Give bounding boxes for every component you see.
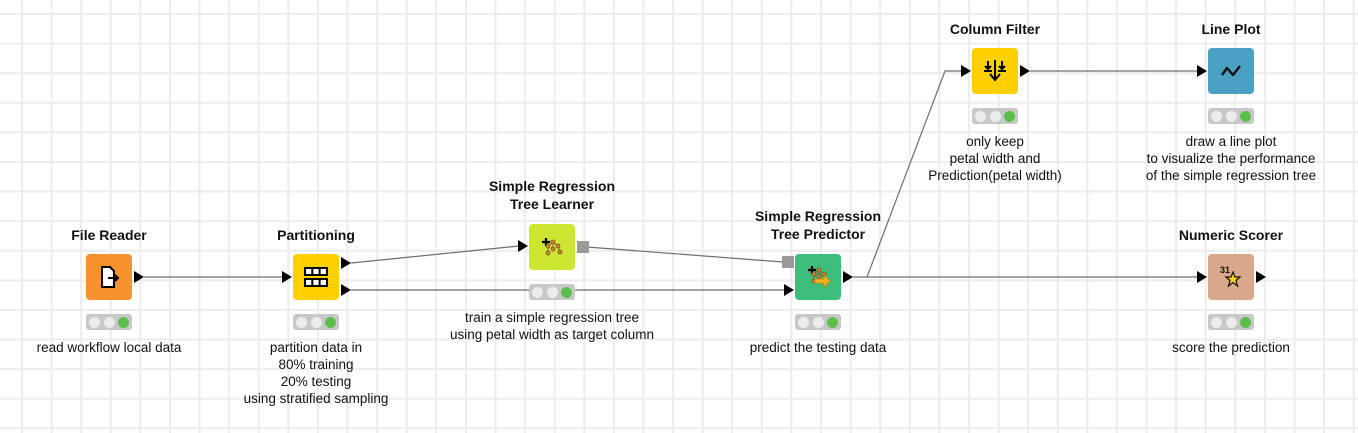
input-port[interactable] xyxy=(518,240,528,252)
status-traffic-light xyxy=(972,108,1018,124)
status-light-yellow xyxy=(310,316,322,328)
node-annotation[interactable]: only keep petal width and Prediction(pet… xyxy=(928,134,1062,183)
scorer-icon-text: 31 xyxy=(1220,265,1230,275)
status-traffic-light xyxy=(529,284,575,300)
output-port[interactable] xyxy=(134,271,144,283)
connection-learner-to-predictor[interactable] xyxy=(586,246,784,263)
status-light-yellow xyxy=(546,286,558,298)
status-light-green xyxy=(1003,110,1015,122)
tree-learner-icon xyxy=(542,238,563,256)
output-port[interactable] xyxy=(843,271,853,283)
column-filter-icon xyxy=(984,60,1006,82)
node-title: File Reader xyxy=(71,227,147,243)
status-traffic-light xyxy=(293,314,339,330)
node-annotation[interactable]: train a simple regression tree using pet… xyxy=(449,310,655,342)
node-annotation[interactable]: draw a line plot to visualize the perfor… xyxy=(1145,134,1317,183)
input-port[interactable] xyxy=(784,284,794,296)
status-light-red xyxy=(89,316,101,328)
node-annotation[interactable]: read workflow local data xyxy=(36,340,182,355)
status-light-red xyxy=(975,110,987,122)
tree-predictor-icon xyxy=(808,266,831,288)
input-port[interactable] xyxy=(961,65,971,77)
line-chart-icon xyxy=(1221,65,1241,77)
node-title: Numeric Scorer xyxy=(1178,227,1284,243)
input-port[interactable] xyxy=(1197,271,1207,283)
node-box[interactable]: 31 xyxy=(1208,254,1254,300)
status-light-yellow xyxy=(103,316,115,328)
output-port-testing[interactable] xyxy=(341,284,351,296)
node-title: Line Plot xyxy=(1201,21,1261,37)
table-split-icon xyxy=(304,267,328,287)
model-output-port[interactable] xyxy=(577,241,589,253)
status-light-red xyxy=(798,316,810,328)
status-light-green xyxy=(1239,110,1251,122)
status-traffic-light xyxy=(1208,108,1254,124)
status-light-green xyxy=(324,316,336,328)
node-box[interactable] xyxy=(1208,48,1254,94)
node-title: Partitioning xyxy=(277,227,355,243)
output-port[interactable] xyxy=(1020,65,1030,77)
node-box[interactable] xyxy=(86,254,132,300)
status-traffic-light xyxy=(86,314,132,330)
output-port[interactable] xyxy=(1256,271,1266,283)
connection-partitioning-to-learner[interactable] xyxy=(350,245,520,264)
status-light-yellow xyxy=(1225,316,1237,328)
status-light-red xyxy=(1211,110,1223,122)
node-title: Simple Regression Tree Learner xyxy=(488,178,616,212)
status-light-green xyxy=(117,316,129,328)
scorer-star-icon: 31 xyxy=(1220,265,1242,288)
status-traffic-light xyxy=(1208,314,1254,330)
node-title: Simple Regression Tree Predictor xyxy=(754,208,882,242)
status-light-yellow xyxy=(1225,110,1237,122)
node-annotation[interactable]: predict the testing data xyxy=(749,340,887,355)
file-arrow-icon xyxy=(101,266,120,288)
status-light-yellow xyxy=(812,316,824,328)
model-input-port[interactable] xyxy=(782,256,794,268)
node-title: Column Filter xyxy=(949,21,1041,37)
status-light-red xyxy=(532,286,544,298)
output-port-training[interactable] xyxy=(341,257,351,269)
node-box[interactable] xyxy=(972,48,1018,94)
status-light-green xyxy=(826,316,838,328)
input-port[interactable] xyxy=(1197,65,1207,77)
node-annotation[interactable]: score the prediction xyxy=(1172,340,1290,355)
node-box[interactable] xyxy=(529,224,575,270)
status-light-yellow xyxy=(989,110,1001,122)
status-light-green xyxy=(1239,316,1251,328)
status-light-red xyxy=(1211,316,1223,328)
status-light-red xyxy=(296,316,308,328)
node-annotation[interactable]: partition data in 80% training 20% testi… xyxy=(243,340,389,406)
node-box[interactable] xyxy=(795,254,841,300)
node-box[interactable] xyxy=(293,254,339,300)
status-traffic-light xyxy=(795,314,841,330)
input-port[interactable] xyxy=(282,271,292,283)
status-light-green xyxy=(560,286,572,298)
